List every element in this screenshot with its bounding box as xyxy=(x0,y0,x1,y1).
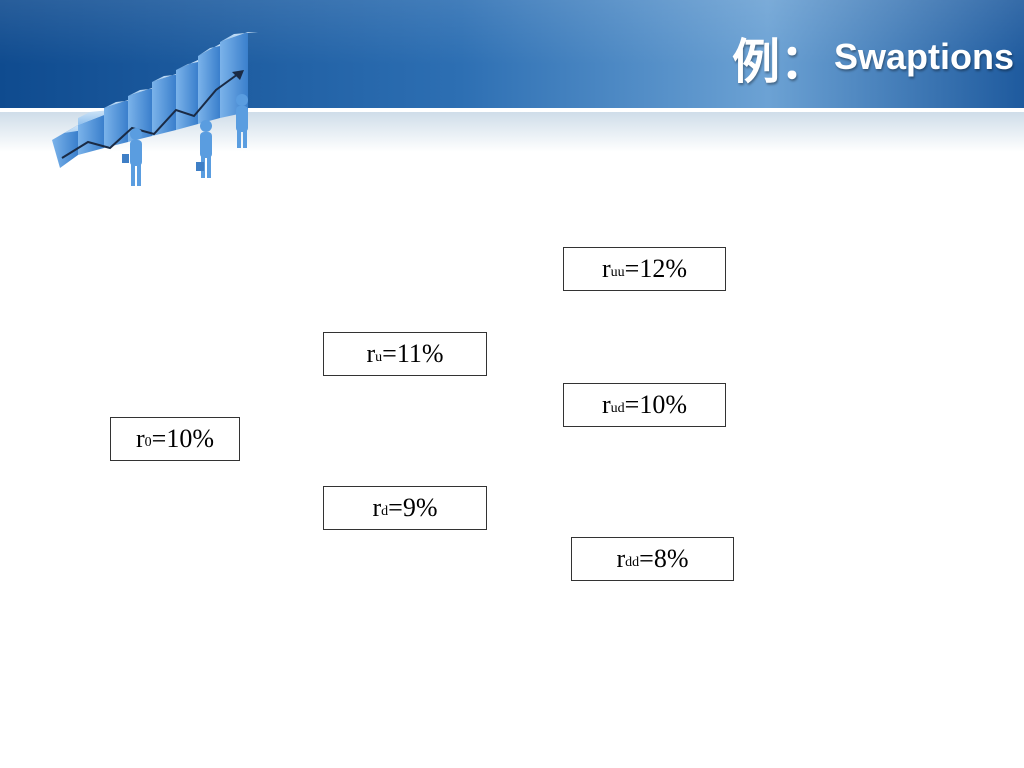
rate-value: =12% xyxy=(624,254,687,283)
rate-value: =10% xyxy=(624,390,687,419)
rate-subscript: uu xyxy=(610,265,625,280)
rate-var: r xyxy=(366,339,376,368)
rate-subscript: dd xyxy=(625,555,640,570)
business-people-figures xyxy=(122,94,248,186)
rate-var: r xyxy=(372,493,382,522)
slide-title-latin: Swaptions xyxy=(833,36,1014,77)
rate-subscript: ud xyxy=(610,401,625,416)
rate-value: =10% xyxy=(151,424,214,453)
business-growth-chart-logo xyxy=(52,32,258,186)
chart-bars xyxy=(52,32,258,168)
rate-var: r xyxy=(602,254,611,283)
rate-var: r xyxy=(616,544,626,573)
rate-value: =11% xyxy=(382,339,444,368)
rate-var: r xyxy=(602,390,611,419)
trend-arrowhead-icon xyxy=(232,70,244,80)
rate-subscript: u xyxy=(375,350,383,365)
rate-subscript: d xyxy=(381,504,389,519)
slide-title: 例：Swaptions xyxy=(732,22,1014,92)
slide-title-cjk: 例： xyxy=(731,34,828,90)
header-divider xyxy=(0,108,1024,112)
rate-value: =8% xyxy=(639,544,689,573)
rate-var: r xyxy=(136,424,145,453)
trend-arrow-line xyxy=(61,73,239,159)
rate-subscript: 0 xyxy=(144,435,152,450)
rate-value: =9% xyxy=(388,493,438,522)
